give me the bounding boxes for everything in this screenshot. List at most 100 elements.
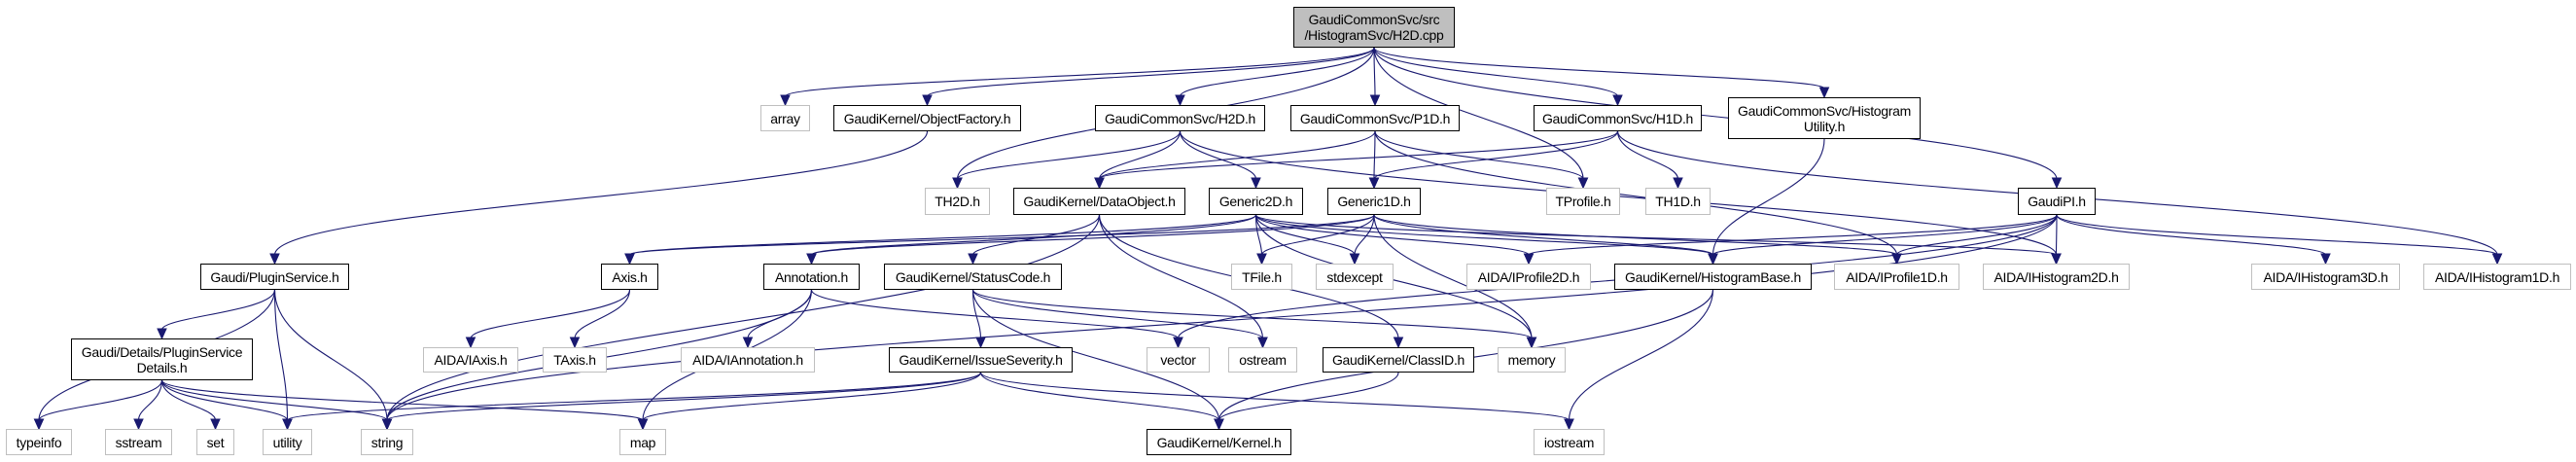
graph-node-histbase[interactable]: GaudiKernel/HistogramBase.h	[1614, 264, 1812, 290]
graph-node-gen2d[interactable]: Generic2D.h	[1209, 188, 1303, 215]
graph-node-iaxis: AIDA/IAxis.h	[423, 347, 518, 373]
edge-gen1d-to-stdexcept	[1354, 214, 1375, 256]
graph-node-ihist1d: AIDA/IHistogram1D.h	[2423, 264, 2571, 290]
edge-h2d-to-gen2d	[1179, 130, 1257, 180]
edge-status-to-memory	[971, 289, 1533, 339]
graph-node-annot[interactable]: Annotation.h	[763, 264, 860, 290]
graph-node-details[interactable]: Gaudi/Details/PluginService Details.h	[71, 338, 253, 380]
graph-node-iprof1d: AIDA/IProfile1D.h	[1834, 264, 1959, 290]
arrowhead-h1d-to-dataobj	[1094, 177, 1105, 190]
edge-details-to-set	[160, 379, 217, 421]
edge-gen1d-to-tfile	[1260, 214, 1375, 256]
edge-gaudipi-to-ihist3d	[2056, 214, 2327, 256]
arrowhead-root-to-array	[780, 94, 791, 107]
graph-node-ostream: ostream	[1228, 347, 1297, 373]
arrowhead-dataobj-to-classid	[1393, 337, 1404, 349]
arrowhead-status-to-issue	[975, 337, 986, 349]
graph-node-typeinfo: typeinfo	[6, 429, 72, 455]
edge-gaudipi-to-ihist1d	[2056, 214, 2498, 256]
edge-details-to-map	[160, 379, 644, 421]
arrowhead-details-to-set	[210, 418, 221, 431]
graph-node-issue[interactable]: GaudiKernel/IssueSeverity.h	[889, 347, 1073, 373]
arrowhead-details-to-typeinfo	[33, 418, 45, 431]
arrowhead-gaudipi-to-ihist1d	[2491, 253, 2503, 266]
edge-p1d-to-tprofile	[1374, 130, 1584, 180]
arrowhead-gaudipi-to-string	[381, 418, 393, 431]
graph-node-map: map	[619, 429, 666, 455]
edge-gen1d-to-iprof1d	[1373, 214, 1898, 256]
arrowhead-gen1d-to-annot	[806, 253, 817, 266]
graph-node-tfile: TFile.h	[1231, 264, 1292, 290]
edge-root-to-hutil	[1373, 47, 1825, 89]
edge-axis-to-taxis	[574, 289, 631, 339]
graph-node-axis[interactable]: Axis.h	[601, 264, 658, 290]
graph-node-string: string	[361, 429, 413, 455]
edge-gen1d-to-axis	[628, 214, 1375, 256]
arrowhead-gaudipi-to-ihist2d	[2051, 253, 2062, 266]
graph-node-iostream: iostream	[1534, 429, 1605, 455]
graph-node-set: set	[196, 429, 234, 455]
edge-root-to-tprofile	[1373, 47, 1584, 180]
edge-issue-to-map	[642, 372, 982, 421]
arrowhead-issue-to-map	[637, 418, 649, 431]
edge-gen1d-to-annot	[810, 214, 1375, 256]
graph-node-ihist2d: AIDA/IHistogram2D.h	[1983, 264, 2130, 290]
graph-node-objfac[interactable]: GaudiKernel/ObjectFactory.h	[833, 105, 1021, 131]
edge-plugin-to-utility	[273, 289, 289, 421]
arrowhead-issue-to-utility	[282, 418, 293, 431]
graph-node-hutil[interactable]: GaudiCommonSvc/Histogram Utility.h	[1728, 97, 1921, 139]
arrowhead-h2d-to-gen2d	[1251, 177, 1261, 190]
edge-status-to-ostream	[971, 289, 1264, 339]
edge-gen2d-to-histbase	[1254, 214, 1714, 256]
edge-classid-to-kernel	[1217, 372, 1399, 421]
graph-node-gaudipi[interactable]: GaudiPI.h	[2018, 188, 2096, 215]
arrowhead-plugin-to-details	[157, 328, 167, 340]
edge-hutil-to-histbase	[1711, 138, 1825, 256]
arrowhead-gaudipi-to-ihist3d	[2320, 253, 2331, 266]
edge-p1d-to-iprof1d	[1374, 130, 1898, 256]
edge-issue-to-kernel	[979, 372, 1220, 421]
graph-node-vector: vector	[1147, 347, 1210, 373]
graph-node-h2d[interactable]: GaudiCommonSvc/H2D.h	[1095, 105, 1265, 131]
graph-node-plugin[interactable]: Gaudi/PluginService.h	[200, 264, 349, 290]
arrowhead-root-to-p1d	[1369, 94, 1381, 107]
graph-node-th1d: TH1D.h	[1645, 188, 1711, 215]
edge-histbase-to-iostream	[1568, 289, 1714, 421]
edge-plugin-to-string	[273, 289, 388, 421]
arrowhead-gen1d-to-axis	[624, 253, 635, 266]
edge-gen2d-to-iprof2d	[1254, 214, 1530, 256]
edge-gaudipi-to-ihist2d	[2055, 214, 2058, 256]
graph-node-classid[interactable]: GaudiKernel/ClassID.h	[1323, 347, 1474, 373]
edge-issue-to-utility	[286, 372, 982, 421]
graph-node-taxis: TAxis.h	[543, 347, 607, 373]
arrowhead-axis-to-iaxis	[465, 337, 476, 349]
arrowhead-objfac-to-plugin	[269, 253, 280, 266]
arrowhead-h1d-to-gen1d	[1368, 177, 1380, 190]
edge-annot-to-vector	[810, 289, 1180, 339]
graph-node-dataobj[interactable]: GaudiKernel/DataObject.h	[1013, 188, 1185, 215]
graph-node-stdexcept: stdexcept	[1316, 264, 1394, 290]
graph-node-p1d[interactable]: GaudiCommonSvc/P1D.h	[1290, 105, 1460, 131]
graph-node-gen1d[interactable]: Generic1D.h	[1327, 188, 1421, 215]
arrowhead-dataobj-to-status	[968, 253, 978, 266]
edge-h2d-to-th2d	[956, 130, 1182, 180]
graph-node-status[interactable]: GaudiKernel/StatusCode.h	[884, 264, 1062, 290]
edge-gaudipi-to-iprof2d	[1528, 214, 2058, 256]
arrowhead-status-to-memory	[1526, 337, 1537, 349]
edge-objfac-to-plugin	[273, 130, 929, 256]
edge-dataobj-to-ostream	[1098, 214, 1264, 339]
arrowhead-root-to-hutil	[1818, 87, 1830, 99]
edge-h2d-to-dataobj	[1098, 130, 1182, 180]
edge-status-to-kernel	[971, 289, 1220, 421]
graph-node-root: GaudiCommonSvc/src /HistogramSvc/H2D.cpp	[1293, 7, 1455, 48]
graph-node-ihist3d: AIDA/IHistogram3D.h	[2251, 264, 2400, 290]
graph-node-kernel[interactable]: GaudiKernel/Kernel.h	[1147, 429, 1291, 455]
edge-status-to-issue	[971, 289, 982, 339]
edge-details-to-sstream	[137, 379, 163, 421]
arrowhead-root-to-objfac	[922, 94, 933, 107]
edge-gen2d-to-stdexcept	[1254, 214, 1356, 256]
graph-node-h1d[interactable]: GaudiCommonSvc/H1D.h	[1534, 105, 1702, 131]
graph-node-sstream: sstream	[105, 429, 172, 455]
